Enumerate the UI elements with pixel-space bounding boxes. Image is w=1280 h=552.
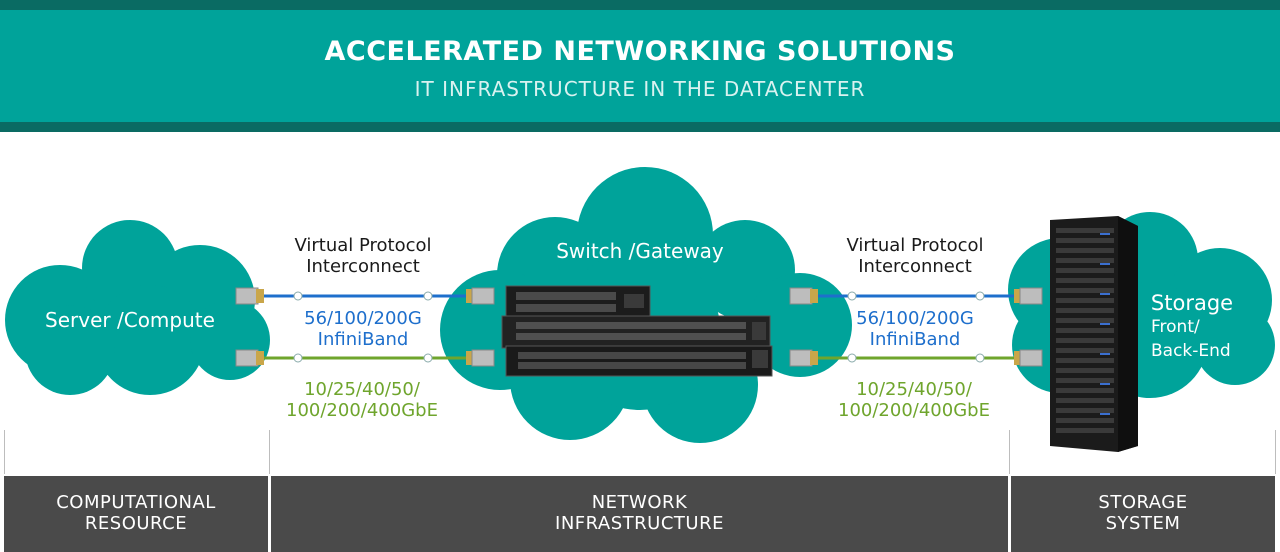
header-top-stripe (0, 0, 1280, 10)
footer-network-infrastructure: NETWORK INFRASTRUCTURE (271, 476, 1008, 552)
right-infiniband-label: 56/100/200G InfiniBand (822, 308, 1008, 350)
network-diagram (5, 167, 1275, 452)
left-ethernet-line2: 100/200/400GbE (286, 399, 438, 421)
connector-left-bottom (235, 349, 264, 367)
divider-tick-compute (269, 430, 270, 474)
connector-storage-bottom (1014, 349, 1043, 367)
left-infiniband-line2: InfiniBand (317, 328, 409, 350)
right-cables (814, 291, 1018, 363)
connector-switch-left-bottom (466, 349, 495, 367)
storage-rack-image (1050, 216, 1138, 452)
connector-storage-top (1014, 287, 1043, 305)
storage-backend-label: Back-End (1151, 341, 1231, 361)
left-protocol-label: Virtual Protocol Interconnect (270, 235, 456, 277)
connector-switch-right-bottom (789, 349, 818, 367)
header-banner: ACCELERATED NETWORKING SOLUTIONS IT INFR… (0, 0, 1280, 132)
storage-title-label: Storage (1150, 291, 1234, 315)
footer-storage-line1: STORAGE (1098, 492, 1188, 514)
left-ethernet-label: 10/25/40/50/ 100/200/400GbE (262, 379, 462, 421)
right-ethernet-line1: 10/25/40/50/ (856, 379, 972, 400)
left-infiniband-line1: 56/100/200G (304, 308, 422, 329)
footer-computational-line2: RESOURCE (84, 513, 188, 534)
left-protocol-line2: Interconnect (306, 255, 420, 277)
page-subtitle: IT INFRASTRUCTURE IN THE DATACENTER (414, 77, 866, 101)
switch-device-image (501, 285, 773, 377)
right-infiniband-line1: 56/100/200G (856, 308, 974, 329)
right-protocol-label: Virtual Protocol Interconnect (822, 235, 1008, 277)
footer-computational-resource: COMPUTATIONAL RESOURCE (4, 476, 268, 552)
footer-network-line2: INFRASTRUCTURE (555, 513, 724, 534)
server-compute-label: Server /Compute (45, 308, 215, 332)
connector-switch-left-top (466, 287, 495, 305)
left-infiniband-label: 56/100/200G InfiniBand (270, 308, 456, 350)
cable-connectors (235, 287, 1043, 367)
footer-storage-system: STORAGE SYSTEM (1011, 476, 1275, 552)
storage-status-leds (1100, 233, 1110, 415)
right-protocol-line2: Interconnect (858, 255, 972, 277)
footer-network-line1: NETWORK (591, 492, 688, 514)
header-bottom-stripe (0, 122, 1280, 132)
divider-tick-storage (1009, 430, 1010, 474)
storage-drive-rows (1056, 228, 1114, 433)
connector-left-top (235, 287, 264, 305)
connector-switch-right-top (789, 287, 818, 305)
right-ethernet-label: 10/25/40/50/ 100/200/400GbE (814, 379, 1014, 421)
footer-computational-line1: COMPUTATIONAL (56, 492, 216, 514)
divider-tick-right (1275, 430, 1276, 474)
right-ethernet-line2: 100/200/400GbE (838, 399, 990, 421)
left-ethernet-line1: 10/25/40/50/ (304, 379, 420, 400)
page-title: ACCELERATED NETWORKING SOLUTIONS (324, 36, 956, 67)
left-protocol-line1: Virtual Protocol (294, 235, 432, 256)
switch-gateway-label: Switch /Gateway (556, 239, 724, 263)
footer-storage-line2: SYSTEM (1105, 513, 1181, 534)
divider-tick-left (4, 430, 5, 474)
storage-front-label: Front/ (1151, 317, 1200, 337)
right-protocol-line1: Virtual Protocol (846, 235, 984, 256)
right-infiniband-line2: InfiniBand (869, 328, 961, 350)
left-cables (262, 291, 466, 363)
